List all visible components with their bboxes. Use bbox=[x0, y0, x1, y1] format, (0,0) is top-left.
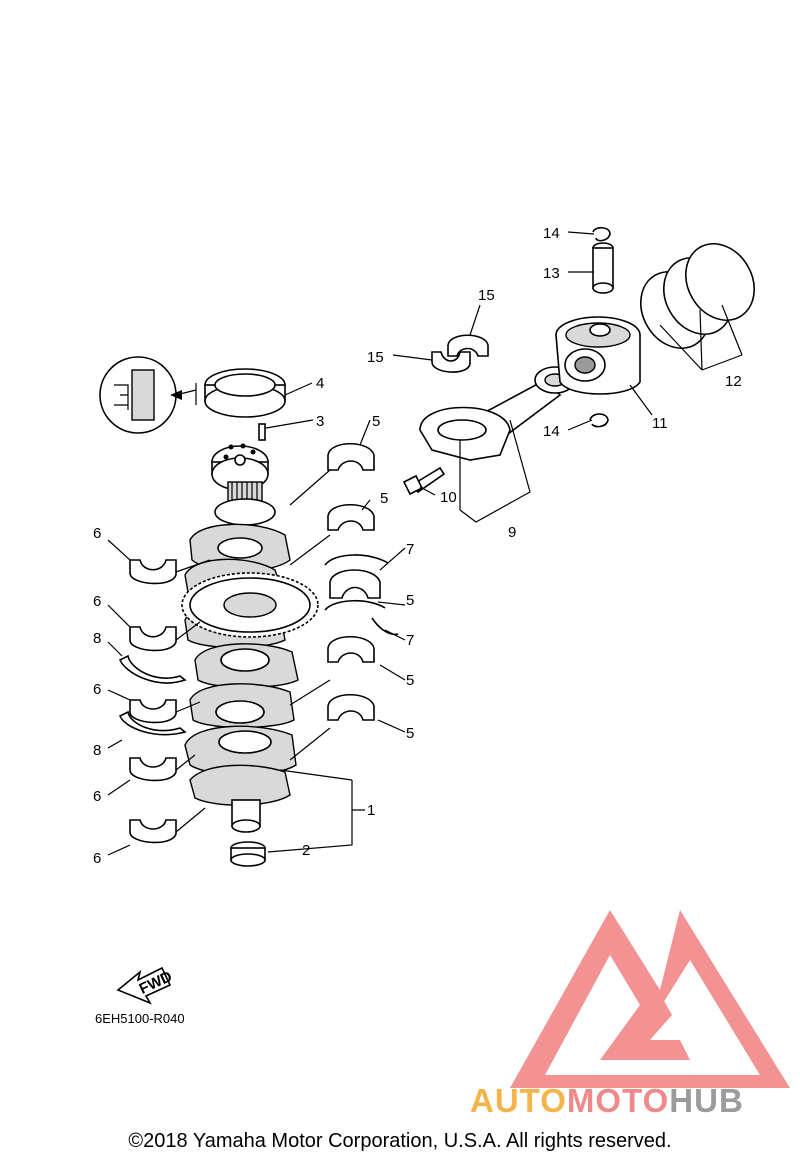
bushing-part bbox=[230, 841, 266, 867]
wordmark-hub: HUB bbox=[669, 1082, 744, 1119]
callout-5: 5 bbox=[372, 413, 380, 430]
wordmark-auto: AUTO bbox=[470, 1082, 567, 1119]
leader-lines bbox=[107, 231, 743, 856]
callout-13: 13 bbox=[543, 265, 560, 282]
callout-10: 10 bbox=[440, 489, 457, 506]
callout-7: 7 bbox=[406, 632, 414, 649]
callout-3: 3 bbox=[316, 413, 324, 430]
callout-15: 15 bbox=[367, 349, 384, 366]
circlip-part bbox=[592, 226, 611, 242]
callout-4: 4 bbox=[316, 375, 324, 392]
callout-5: 5 bbox=[380, 490, 388, 507]
callout-2: 2 bbox=[302, 842, 310, 859]
callout-6: 6 bbox=[93, 788, 101, 805]
piston-rings-part bbox=[640, 243, 755, 349]
main-bearings-upper bbox=[324, 443, 399, 721]
brand-wordmark: AUTOMOTOHUB bbox=[470, 1082, 744, 1120]
oil-seal-part bbox=[204, 368, 286, 418]
piston-pin-part bbox=[592, 242, 614, 294]
callout-14: 14 bbox=[543, 225, 560, 242]
copyright-notice: ©2018 Yamaha Motor Corporation, U.S.A. A… bbox=[128, 1130, 672, 1152]
callout-12: 12 bbox=[725, 373, 742, 390]
callout-14: 14 bbox=[543, 423, 560, 440]
connecting-rod-part bbox=[419, 366, 576, 461]
main-bearings-lower bbox=[118, 559, 187, 844]
callout-1: 1 bbox=[367, 802, 375, 819]
callout-5: 5 bbox=[406, 592, 414, 609]
callout-11: 11 bbox=[652, 415, 668, 432]
catalog-code: 6EH5100-R040 bbox=[95, 1011, 185, 1026]
callout-7: 7 bbox=[406, 541, 414, 558]
circlip-part bbox=[589, 413, 609, 428]
callout-5: 5 bbox=[406, 725, 414, 742]
rod-bearings-part bbox=[431, 334, 489, 373]
watermark-logo-icon bbox=[510, 910, 790, 1088]
callout-labels: 14 13 15 15 12 11 14 4 3 10 9 5 5 7 5 7 … bbox=[93, 225, 742, 867]
callout-15: 15 bbox=[478, 287, 495, 304]
fwd-arrow-icon: FWD bbox=[116, 966, 175, 1005]
callout-5: 5 bbox=[406, 672, 414, 689]
callout-6: 6 bbox=[93, 850, 101, 867]
callout-8: 8 bbox=[93, 742, 101, 759]
crankshaft-part bbox=[181, 443, 319, 833]
callout-6: 6 bbox=[93, 681, 101, 698]
dowel-pin-part bbox=[258, 423, 266, 441]
detail-inset bbox=[99, 356, 197, 434]
piston-part bbox=[555, 316, 641, 395]
callout-6: 6 bbox=[93, 593, 101, 610]
callout-9: 9 bbox=[508, 524, 516, 541]
callout-6: 6 bbox=[93, 525, 101, 542]
wordmark-moto: MOTO bbox=[566, 1082, 670, 1119]
rod-bolt-part bbox=[402, 466, 446, 496]
callout-8: 8 bbox=[93, 630, 101, 647]
